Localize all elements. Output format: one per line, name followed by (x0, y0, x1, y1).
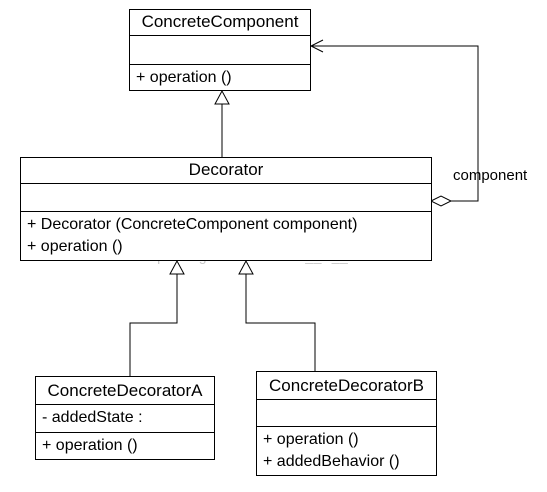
class-concrete-decorator-b[interactable]: ConcreteDecoratorB + operation () + adde… (256, 371, 437, 476)
aggregation-diamond (429, 195, 453, 207)
operations-compartment: + operation () (130, 65, 310, 91)
class-name: ConcreteDecoratorB (257, 372, 436, 400)
generalization-decorator-b-line (245, 274, 316, 371)
operation-item: + operation () (263, 431, 359, 448)
operations-compartment: + operation () + addedBehavior () (257, 427, 436, 475)
class-name: ConcreteDecoratorA (36, 377, 214, 405)
operation-item: + operation () (27, 238, 123, 255)
attributes-compartment: - addedState : (36, 405, 214, 433)
generalization-decorator-arrowhead (214, 89, 230, 105)
operations-compartment: + Decorator (ConcreteComponent component… (21, 212, 431, 260)
operations-compartment: + operation () (36, 433, 214, 459)
operation-item: + operation () (136, 69, 232, 86)
operation-item: + addedBehavior () (263, 453, 400, 470)
operation-item: + operation () (42, 437, 138, 454)
generalization-decorator-a-line (129, 274, 178, 376)
aggregation-open-arrowhead (309, 39, 324, 53)
attribute-item: - addedState : (42, 409, 143, 426)
association-role-label: component (453, 167, 528, 184)
operation-item: + Decorator (ConcreteComponent component… (27, 216, 358, 233)
class-concrete-component[interactable]: ConcreteComponent + operation () (129, 9, 311, 91)
class-name: Decorator (21, 158, 431, 184)
attributes-compartment (130, 36, 310, 65)
class-decorator[interactable]: Decorator + Decorator (ConcreteComponent… (20, 157, 432, 261)
class-concrete-decorator-a[interactable]: ConcreteDecoratorA - addedState : + oper… (35, 376, 215, 460)
attributes-compartment (21, 184, 431, 212)
class-name: ConcreteComponent (130, 10, 310, 36)
attributes-compartment (257, 400, 436, 427)
